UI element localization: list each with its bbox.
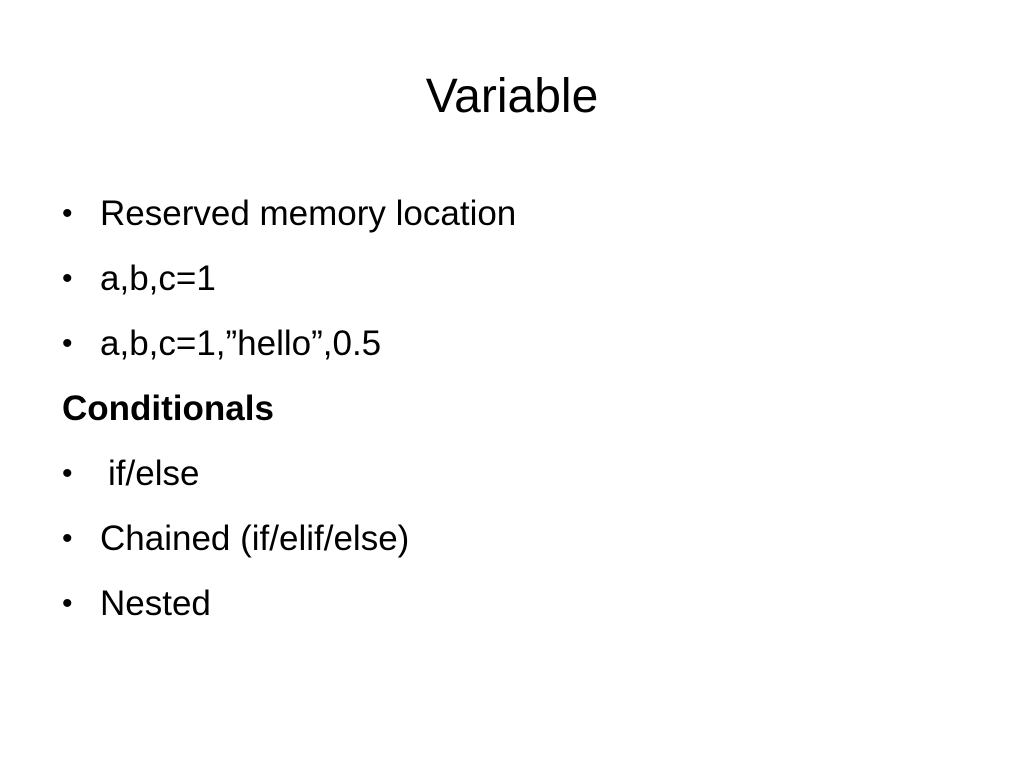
bullet-icon: •: [62, 262, 73, 295]
bullet-item: • if/else: [62, 450, 962, 515]
bullet-text: Nested: [100, 584, 211, 623]
bullet-icon: •: [62, 457, 73, 490]
section-heading-row: Conditionals: [62, 385, 962, 450]
bullet-text: a,b,c=1: [100, 259, 216, 298]
bullet-text: Reserved memory location: [100, 194, 517, 233]
bullet-item: • a,b,c=1: [62, 255, 962, 320]
bullet-text: if/else: [108, 454, 200, 493]
bullet-icon: •: [62, 197, 73, 230]
bullet-icon: •: [62, 327, 73, 360]
bullet-item: • Chained (if/elif/else): [62, 515, 962, 580]
bullet-text: a,b,c=1,”hello”,0.5: [100, 324, 382, 363]
slide-body: • Reserved memory location • a,b,c=1 • a…: [62, 190, 962, 645]
slide-title: Variable: [425, 70, 599, 123]
bullet-item: • a,b,c=1,”hello”,0.5: [62, 320, 962, 385]
bullet-text: Chained (if/elif/else): [100, 519, 410, 558]
bullet-item: • Nested: [62, 580, 962, 645]
bullet-icon: •: [62, 522, 73, 555]
bullet-item: • Reserved memory location: [62, 190, 962, 255]
bullet-icon: •: [62, 587, 73, 620]
section-heading: Conditionals: [62, 389, 274, 428]
